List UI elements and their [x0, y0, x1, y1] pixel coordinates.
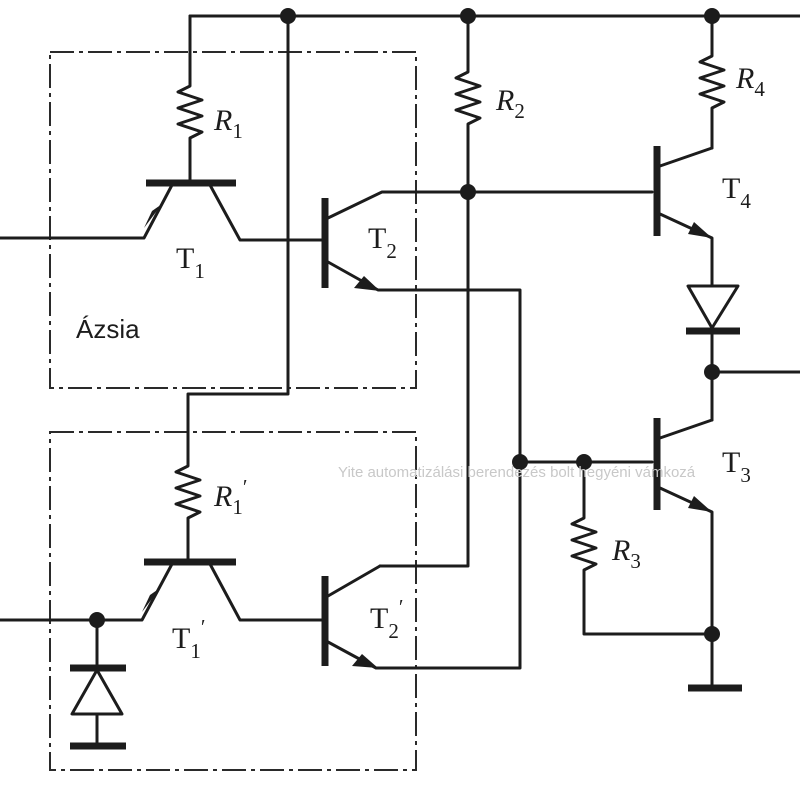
- label-r1-prime: R1′: [213, 475, 247, 519]
- t2p-emitter-arrow: [352, 654, 378, 668]
- t4-emitter-arrow: [688, 222, 712, 238]
- junction-dot-icon: [704, 364, 720, 380]
- diode-icon: [686, 284, 740, 330]
- label-t1-prime: T1′: [172, 615, 205, 663]
- label-r2: R2: [495, 84, 525, 123]
- label-t4: T4: [722, 172, 751, 213]
- label-r1: R1: [213, 104, 243, 143]
- junction-dot-icon: [460, 8, 476, 24]
- junction-dot-icon: [460, 184, 476, 200]
- t3-collector-lead: [658, 418, 714, 440]
- t4-emitter-lead: [658, 212, 714, 287]
- junction-dot-icon: [704, 8, 720, 24]
- t1-emitter-lead: [0, 183, 174, 240]
- label-t2: T2: [368, 222, 397, 263]
- junction-dot-icon: [89, 612, 105, 628]
- t1-collector-lead: [208, 183, 324, 242]
- t1p-collector-lead: [208, 562, 324, 622]
- upper-module-box: [49, 51, 417, 389]
- t1-emitter-arrow: [144, 204, 162, 228]
- lower-module-box: [49, 431, 417, 771]
- r1-branch-wire: [186, 14, 290, 462]
- label-r4: R4: [735, 62, 765, 101]
- junction-dot-icon: [280, 8, 296, 24]
- r2-down-wire: [378, 190, 470, 568]
- region-label: Ázsia: [76, 314, 140, 344]
- label-t3: T3: [722, 446, 751, 487]
- t1p-emitter-arrow: [142, 588, 160, 612]
- t2p-emitter-lead: [326, 460, 522, 670]
- watermark-text: Yite automatizálási berendezés bolt hegy…: [338, 464, 696, 481]
- junction-dot-icon: [512, 454, 528, 470]
- label-r3: R3: [611, 534, 641, 573]
- label-t1: T1: [176, 242, 205, 283]
- junction-dot-icon: [576, 454, 592, 470]
- diode-icon: [70, 668, 124, 716]
- t3-emitter-lead: [658, 486, 714, 690]
- resistor-icon: [176, 78, 204, 185]
- t3-emitter-arrow: [688, 496, 712, 512]
- t2-emitter-lead: [326, 260, 522, 464]
- resistor-icon: [174, 458, 202, 564]
- t1p-emitter-lead: [0, 562, 174, 622]
- t2-emitter-arrow: [354, 276, 380, 291]
- t2p-collector-lead: [326, 564, 382, 598]
- resistor-icon: [454, 64, 482, 194]
- t4-collector-lead: [658, 146, 714, 168]
- t2-collector-lead: [326, 190, 470, 220]
- resistor-icon: [570, 510, 714, 636]
- resistor-icon: [698, 48, 726, 150]
- junction-dot-icon: [704, 626, 720, 642]
- label-t2-prime: T2′: [370, 595, 403, 643]
